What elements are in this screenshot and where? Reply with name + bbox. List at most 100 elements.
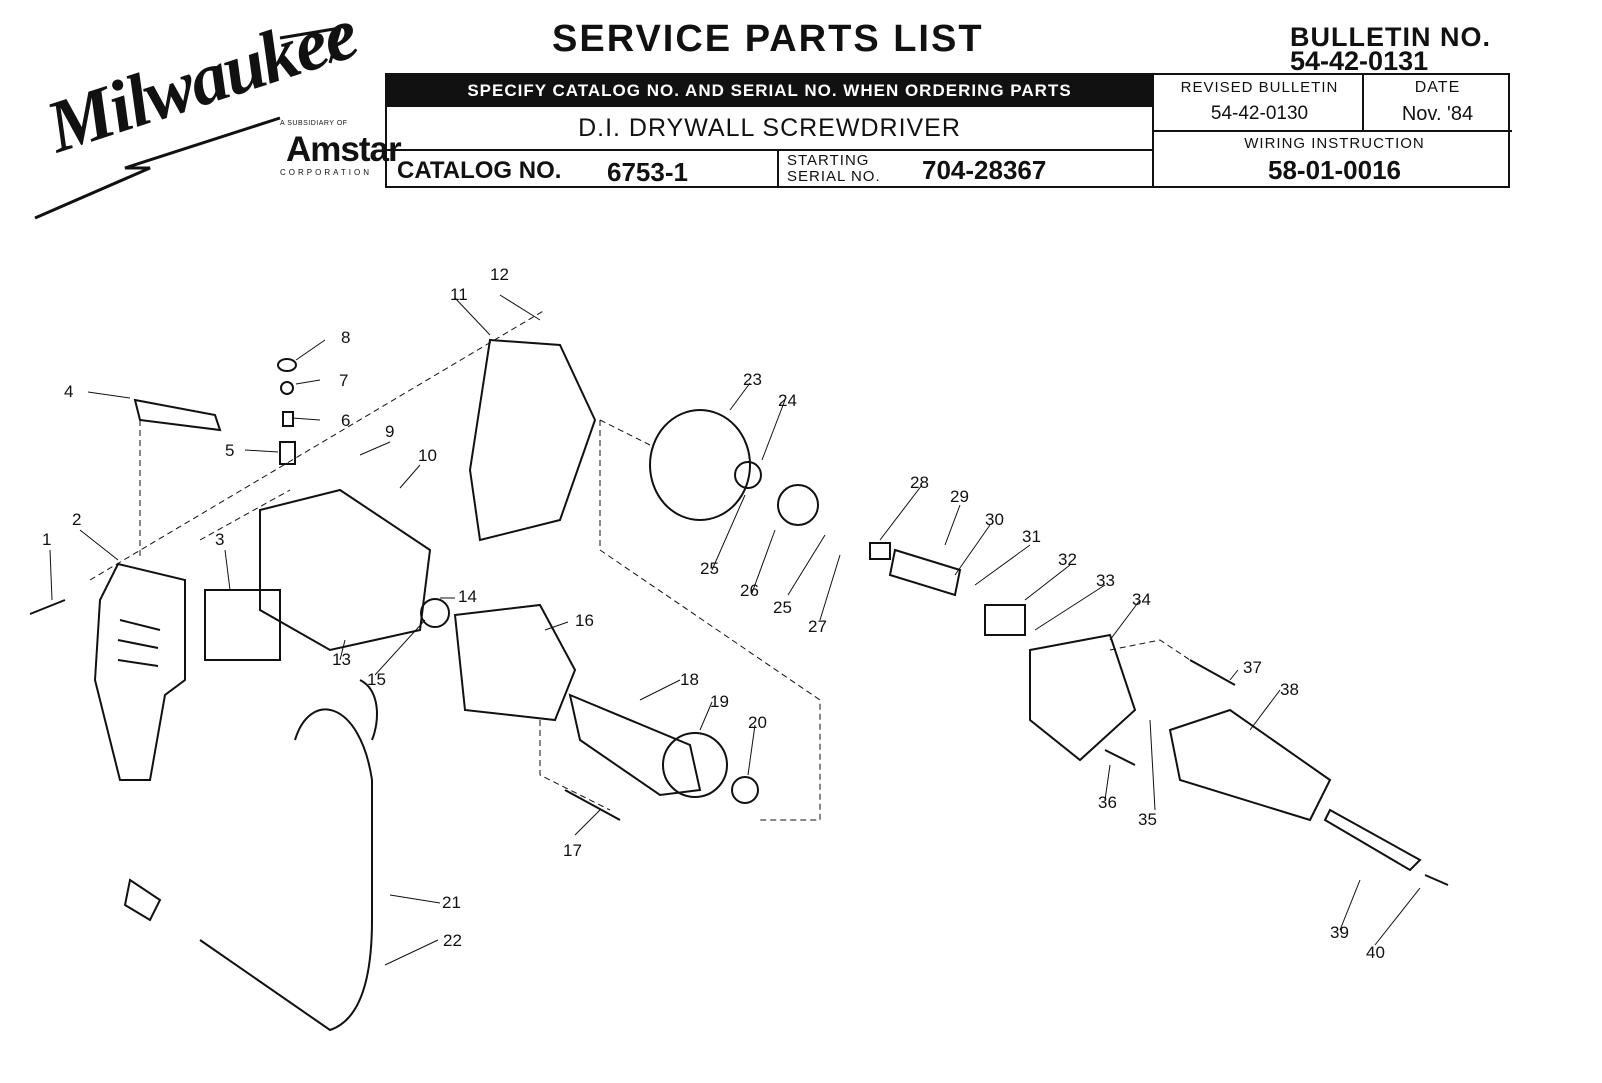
callout-label: 38: [1280, 680, 1299, 699]
callout-label: 14: [458, 587, 477, 606]
gear-case-part: [649, 409, 751, 521]
revised-bulletin-label: REVISED BULLETIN: [1180, 79, 1339, 96]
clutch-part: [984, 604, 1026, 636]
callout-label: 13: [332, 650, 351, 669]
bulletin-label: BULLETIN NO.: [1290, 22, 1491, 52]
divider: [1152, 130, 1512, 132]
field-part: [453, 603, 577, 722]
page-title: SERVICE PARTS LIST: [552, 18, 984, 60]
callout-label: 40: [1366, 943, 1385, 962]
date-value: Nov. '84: [1401, 103, 1474, 125]
handle-grip-lines: [117, 619, 161, 667]
switch-part: [204, 589, 281, 661]
brush-spring-part: [282, 411, 294, 427]
info-table: SPECIFY CATALOG NO. AND SERIAL NO. WHEN …: [385, 73, 1512, 188]
date-label: DATE: [1414, 79, 1461, 96]
nose-housing-part: [1029, 633, 1137, 762]
rear-housing-part: [468, 338, 597, 542]
callout-label: 22: [443, 931, 462, 950]
callout-label: 3: [215, 530, 224, 549]
callout-label: 31: [1022, 527, 1041, 546]
callout-label: 39: [1330, 923, 1349, 942]
model-name: D.I. DRYWALL SCREWDRIVER: [387, 107, 1152, 151]
starting-serial-label: STARTING SERIAL NO.: [787, 153, 881, 185]
callout-label: 29: [950, 487, 969, 506]
callout-label: 6: [341, 411, 350, 430]
catalog-label: CATALOG NO.: [397, 157, 562, 184]
brush-holder-part: [279, 441, 296, 465]
callout-label: 25: [700, 559, 719, 578]
washer-part: [280, 381, 294, 395]
screw-part: [29, 599, 66, 615]
catalog-number: 6753-1: [607, 157, 688, 187]
callout-label: 8: [341, 328, 350, 347]
milwaukee-logo: Milwaukee A SUBSIDIARY OF Amstar CORPORA…: [30, 0, 402, 228]
nosepiece-part: [1168, 708, 1332, 822]
callout-label: 1: [42, 530, 51, 549]
callout-label: 19: [710, 692, 729, 711]
armature-part: [568, 693, 702, 797]
callout-label: 30: [985, 510, 1004, 529]
brush-cap-part: [277, 358, 297, 372]
handle-part: [93, 562, 186, 781]
callout-label: 21: [442, 893, 461, 912]
gear-part: [777, 484, 819, 526]
callout-label: 17: [563, 841, 582, 860]
plug-part: [123, 878, 162, 922]
callout-label: 2: [72, 510, 81, 529]
callout-label: 4: [64, 382, 73, 401]
bulletin-number: 54-42-0131: [1290, 46, 1429, 76]
callout-label: 27: [808, 617, 827, 636]
callout-label: 26: [740, 581, 759, 600]
callout-label: 37: [1243, 658, 1262, 677]
bearing-part: [734, 461, 762, 489]
callout-label: 32: [1058, 550, 1077, 569]
screw-part: [564, 789, 621, 821]
callout-label: 12: [490, 265, 509, 284]
callout-label: 28: [910, 473, 929, 492]
divider: [777, 149, 779, 188]
motor-housing-part: [259, 488, 432, 652]
callout-label: 23: [743, 370, 762, 389]
callout-label: 33: [1096, 571, 1115, 590]
lightning-bolt-icon: [34, 26, 343, 220]
callout-label: 16: [575, 611, 594, 630]
spindle-part: [888, 548, 962, 597]
lever-part: [133, 398, 222, 432]
subsidiary-label: A SUBSIDIARY OF: [280, 120, 348, 127]
callout-label: 20: [748, 713, 767, 732]
bearing-part: [731, 776, 759, 804]
starting-label-line2: SERIAL NO.: [787, 168, 881, 185]
corporation-label: CORPORATION: [280, 168, 372, 177]
wiring-instruction-label: WIRING INSTRUCTION: [1244, 135, 1425, 152]
wiring-instruction-number: 58-01-0016: [1268, 155, 1401, 185]
callout-label: 15: [367, 670, 386, 689]
callout-label: 18: [680, 670, 699, 689]
starting-label-line1: STARTING: [787, 152, 870, 169]
sleeve-part: [869, 542, 891, 560]
serial-number: 704-28367: [922, 155, 1047, 185]
bit-part: [1424, 874, 1449, 886]
cord-wire: [359, 679, 378, 741]
callout-label: 25: [773, 598, 792, 617]
screw-part: [1189, 659, 1236, 686]
callout-label: 7: [339, 371, 348, 390]
parent-company: Amstar: [286, 130, 402, 169]
callout-label: 24: [778, 391, 797, 410]
fan-part: [662, 732, 728, 798]
screw-part: [1104, 749, 1136, 766]
callout-label: 9: [385, 422, 394, 441]
ordering-notice: SPECIFY CATALOG NO. AND SERIAL NO. WHEN …: [387, 75, 1152, 107]
divider: [1362, 75, 1364, 130]
callout-label: 35: [1138, 810, 1157, 829]
bit-holder-part: [1323, 808, 1422, 872]
revised-bulletin-number: 54-42-0130: [1210, 103, 1309, 124]
bearing-part: [420, 598, 450, 628]
cord-part: [199, 708, 373, 1032]
callout-label: 36: [1098, 793, 1117, 812]
exploded-parts-diagram: 1 2 3 4 5 6 7 8 9 10 11 12 13 14 15 16 1…: [29, 265, 1449, 1032]
callout-label: 10: [418, 446, 437, 465]
callout-label: 11: [450, 285, 468, 304]
callout-label: 5: [225, 441, 234, 460]
callout-label: 34: [1132, 590, 1151, 609]
